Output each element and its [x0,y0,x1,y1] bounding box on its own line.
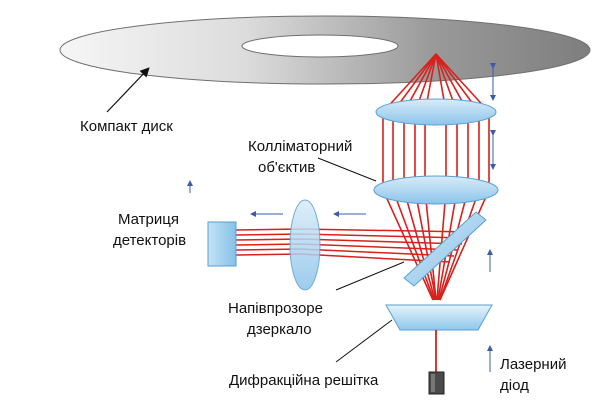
collimator-lens-upper [375,98,497,126]
motion-arrows [187,63,496,372]
detector-lens [289,199,321,291]
compact-disc-icon [59,15,591,85]
leader-lines [317,157,405,363]
laser-diode-icon [428,371,445,395]
label-collimator-line1: Колліматорний [248,138,352,155]
label-compact-disc: Компакт диск [80,118,173,135]
collimator-lens-lower [373,175,499,205]
label-mirror-line2: дзеркало [247,321,312,338]
label-detector-line1: Матриця [118,211,179,228]
diffraction-grating-icon [385,304,493,331]
detector-array-icon [207,221,237,267]
label-detector-line2: детекторів [113,232,186,249]
label-collimator-line2: об'єктив [258,159,315,176]
label-grating: Дифракційна решітка [229,372,379,389]
label-mirror-line1: Напівпрозоре [228,300,323,317]
disk-pointer-arrow [106,67,150,113]
semi-transparent-mirror-icon [403,211,487,287]
label-laser-line2: діод [500,377,529,394]
label-laser-line1: Лазерний [500,356,566,373]
